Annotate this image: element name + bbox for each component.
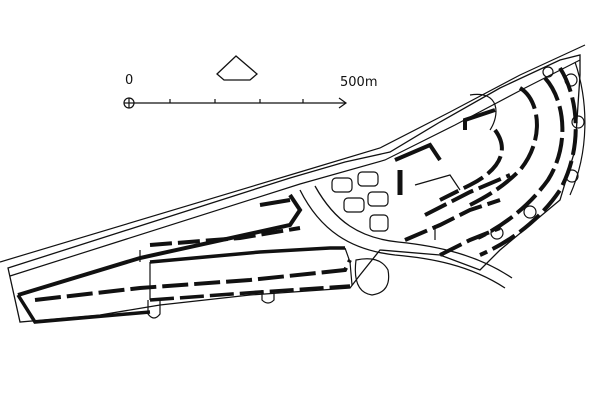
west-block-outer: [17, 193, 303, 297]
scale-end-label: 500m: [340, 75, 378, 90]
mid-east-blocks: [394, 142, 511, 257]
east-arc-blocks: [439, 61, 586, 257]
scale-start-label: 0: [125, 73, 134, 88]
west-block-middle: [149, 226, 301, 247]
west-block-inner: [149, 246, 345, 264]
scale-bar: [123, 97, 348, 109]
central-cluster: [331, 171, 390, 296]
northern-road-edge: [0, 44, 586, 263]
west-block-front: [149, 284, 351, 302]
central-curving-road-inner: [314, 185, 513, 279]
central-curving-road: [299, 189, 506, 289]
east-pods: [490, 66, 585, 240]
northern-road-edge-inner: [9, 59, 581, 277]
west-block-north: [259, 198, 291, 207]
north-arrow-icon: [216, 55, 258, 81]
west-pods: [139, 247, 353, 319]
west-block-edge: [16, 294, 151, 324]
west-block-south: [34, 259, 352, 302]
